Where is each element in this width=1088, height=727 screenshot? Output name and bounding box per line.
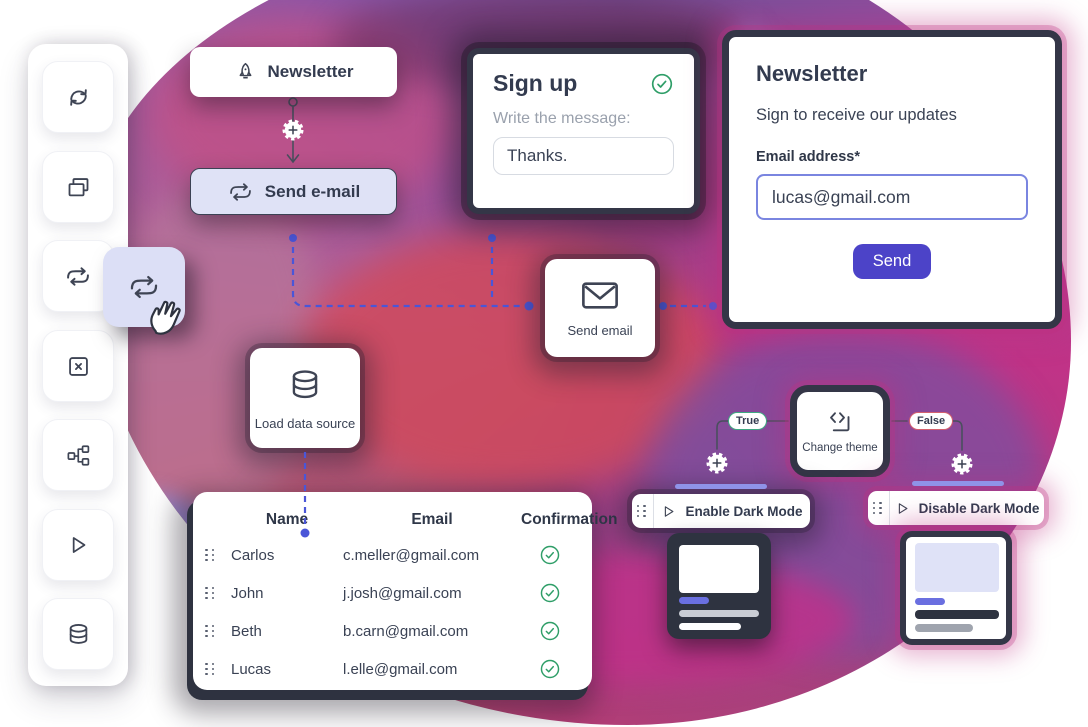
load-data-source-node[interactable]: Load data source: [250, 348, 360, 448]
close-box-icon: [68, 356, 88, 376]
send-email-action-node[interactable]: Send email: [545, 259, 655, 357]
drop-indicator: [912, 481, 1004, 486]
send-email-action-label: Send email: [567, 322, 633, 338]
form-title: Newsletter: [756, 61, 868, 86]
add-step-badge[interactable]: [705, 451, 729, 475]
header-confirmation: Confirmation: [521, 511, 618, 528]
cell-email: c.meller@gmail.com: [343, 546, 480, 564]
newsletter-trigger-node[interactable]: Newsletter: [190, 47, 397, 97]
database-icon: [292, 369, 318, 398]
palette-item-play[interactable]: [42, 509, 114, 581]
cell-name: Carlos: [231, 546, 275, 564]
sync-icon: [69, 88, 87, 106]
newsletter-node-label: Newsletter: [267, 62, 354, 81]
table-row: Beth b.carn@gmail.com: [205, 612, 578, 650]
palette-item-windows[interactable]: [42, 151, 114, 223]
drag-handle-icon[interactable]: [872, 501, 885, 515]
enable-dark-label: Enable Dark Mode: [685, 503, 803, 519]
header-email: Email: [411, 511, 453, 528]
add-step-badge[interactable]: [281, 118, 305, 142]
preview-screen: [679, 545, 759, 593]
check-circle-icon: [540, 545, 559, 565]
cell-name: Lucas: [231, 660, 272, 678]
hand-cursor-icon: [150, 300, 181, 335]
preview-screen: [915, 543, 999, 592]
enable-dark-mode-node[interactable]: Enable Dark Mode: [632, 494, 810, 528]
cell-email: b.carn@gmail.com: [343, 622, 469, 640]
node-palette-sidebar: [28, 44, 128, 686]
palette-item-database[interactable]: [42, 598, 114, 670]
branch-true-label: True: [728, 412, 768, 430]
code-theme-icon: [830, 411, 850, 431]
loop-icon: [130, 275, 158, 299]
rocket-icon: [239, 62, 251, 79]
disable-dark-label: Disable Dark Mode: [918, 500, 1040, 516]
newsletter-form-card: Newsletter Sign to receive our updates E…: [722, 30, 1062, 329]
table-row: John j.josh@gmail.com: [205, 574, 578, 612]
signup-message-card: Sign up Write the message:: [467, 48, 700, 214]
drag-handle-icon[interactable]: [636, 504, 649, 518]
check-circle-icon: [651, 73, 673, 94]
dark-mode-preview: [667, 533, 771, 639]
palette-item-branch[interactable]: [42, 419, 114, 491]
check-circle-icon: [540, 659, 559, 679]
check-circle-icon: [540, 621, 559, 641]
windows-icon: [68, 177, 88, 196]
branch-false-label: False: [909, 412, 954, 430]
email-label: Email address*: [756, 149, 860, 165]
play-icon: [665, 505, 674, 517]
add-step-badge[interactable]: [950, 452, 974, 476]
send-button[interactable]: Send: [853, 244, 931, 279]
disable-dark-mode-node[interactable]: Disable Dark Mode: [868, 491, 1044, 525]
email-field[interactable]: [756, 174, 1028, 220]
table-row: Carlos c.meller@gmail.com: [205, 536, 578, 574]
database-icon: [69, 623, 87, 644]
drop-indicator: [675, 484, 767, 489]
drag-handle-icon[interactable]: [205, 662, 217, 676]
drag-handle-icon[interactable]: [205, 586, 217, 600]
change-theme-node[interactable]: Change theme: [790, 385, 890, 477]
loop-icon: [67, 266, 89, 286]
palette-item-close[interactable]: [42, 330, 114, 402]
drag-handle-icon[interactable]: [205, 624, 217, 638]
form-subtitle: Sign to receive our updates: [756, 106, 957, 124]
signup-title: Sign up: [493, 70, 578, 96]
send-email-step-node[interactable]: Send e-mail: [190, 168, 397, 215]
message-label: Write the message:: [493, 110, 631, 127]
table-header-row: Name Email Confirmation: [205, 504, 618, 536]
cell-name: John: [231, 584, 264, 602]
cell-name: Beth: [231, 622, 262, 640]
palette-item-loop[interactable]: [42, 240, 114, 312]
subscribers-table: Name Email Confirmation Carlos c.meller@…: [193, 492, 618, 690]
drag-handle-icon[interactable]: [205, 548, 217, 562]
branch-icon: [67, 444, 89, 466]
change-theme-label: Change theme: [802, 441, 878, 454]
play-icon: [72, 537, 86, 553]
table-row: Lucas l.elle@gmail.com: [205, 650, 578, 688]
header-name: Name: [265, 511, 309, 528]
check-circle-icon: [540, 583, 559, 603]
message-input[interactable]: [493, 137, 674, 175]
send-email-step-label: Send e-mail: [264, 181, 361, 201]
envelope-icon: [582, 281, 618, 309]
load-data-source-label: Load data source: [254, 415, 356, 431]
play-icon: [898, 502, 908, 514]
cell-email: l.elle@gmail.com: [343, 660, 458, 678]
loop-icon: [229, 182, 251, 201]
palette-item-sync[interactable]: [42, 61, 114, 133]
cell-email: j.josh@gmail.com: [343, 584, 462, 602]
light-mode-preview: [900, 531, 1012, 645]
